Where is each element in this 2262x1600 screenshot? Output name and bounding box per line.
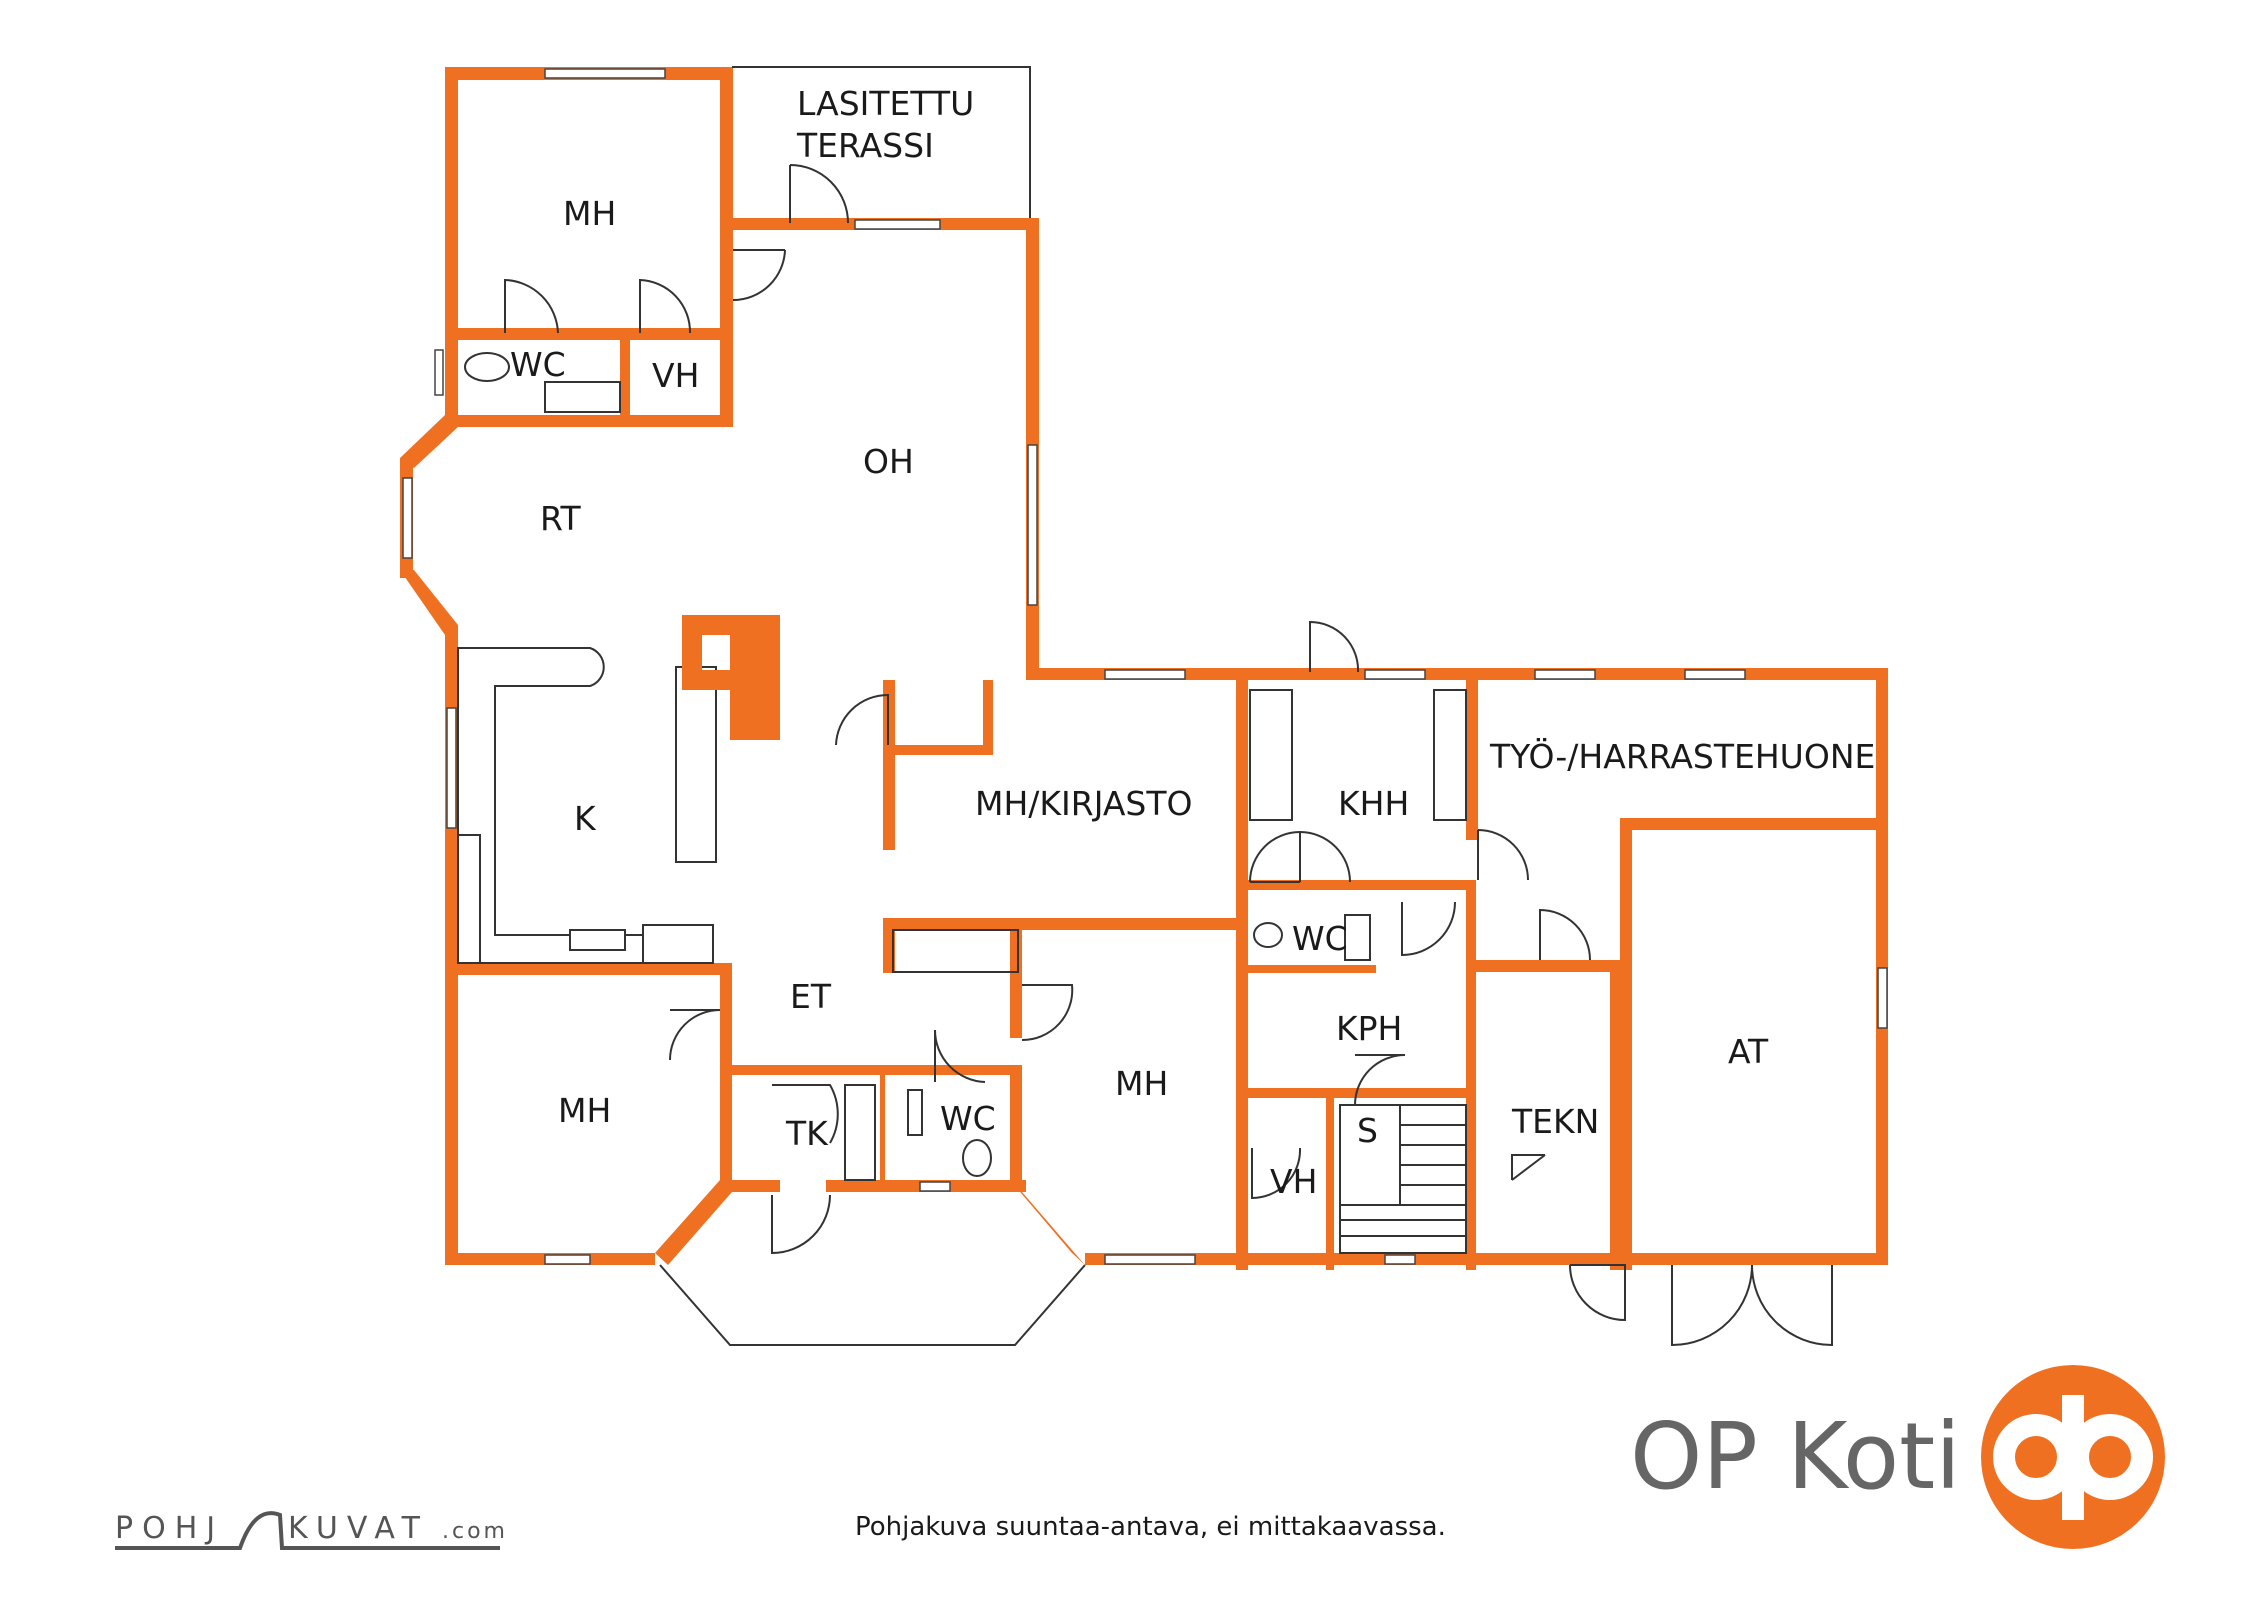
- pohjakuvat-branding: POHJ KUVAT .com: [115, 1511, 508, 1550]
- room-label-rt: RT: [540, 499, 582, 538]
- room-label-mh-kirjasto: MH/KIRJASTO: [975, 784, 1193, 823]
- room-label-mh-top: MH: [563, 194, 616, 233]
- room-label-s: S: [1357, 1111, 1378, 1150]
- room-label-mh-bottom-mid: MH: [1115, 1064, 1168, 1103]
- disclaimer-text: Pohjakuva suuntaa-antava, ei mittakaavas…: [855, 1512, 1446, 1542]
- room-label-tekn: TEKN: [1511, 1102, 1599, 1141]
- room-label-kph: KPH: [1336, 1009, 1402, 1048]
- windows: [402, 68, 1888, 1265]
- room-label-wc-top: WC: [510, 345, 566, 384]
- room-label-oh: OH: [863, 442, 914, 481]
- room-label-khh: KHH: [1338, 784, 1409, 823]
- room-label-at: AT: [1728, 1032, 1769, 1071]
- op-koti-wordmark: OP Koti: [1630, 1403, 1961, 1510]
- room-label-terassi-line2: TERASSI: [796, 126, 934, 165]
- op-logo-icon: [1981, 1365, 2165, 1549]
- thin-lines: [457, 66, 1467, 1346]
- op-koti-branding: OP Koti: [1630, 1365, 2165, 1549]
- door-swings: [504, 164, 1833, 1347]
- pohjakuvat-swoosh-icon: [115, 1511, 500, 1550]
- room-label-wc-khh: WC: [1292, 919, 1348, 958]
- room-label-wc-bottom: WC: [940, 1099, 996, 1138]
- room-label-tyo-harrastehuone: TYÖ-/HARRASTEHUONE: [1489, 736, 1875, 776]
- pohjakuvat-right: KUVAT: [288, 1511, 429, 1546]
- room-label-vh-top: VH: [652, 356, 699, 395]
- room-labels: LASITETTU TERASSI MH WC VH OH RT K MH/KI…: [510, 84, 1875, 1201]
- room-label-tk: TK: [785, 1114, 829, 1153]
- pohjakuvat-left: POHJ: [115, 1511, 224, 1546]
- fireplace: [682, 615, 780, 740]
- room-label-lasitettu-line1: LASITETTU: [797, 84, 974, 123]
- room-label-mh-bottom-left: MH: [558, 1091, 611, 1130]
- pohjakuvat-domain: .com: [442, 1519, 508, 1544]
- room-label-et: ET: [790, 977, 832, 1016]
- room-label-k: K: [574, 799, 597, 838]
- room-label-vh-bottom: VH: [1270, 1162, 1317, 1201]
